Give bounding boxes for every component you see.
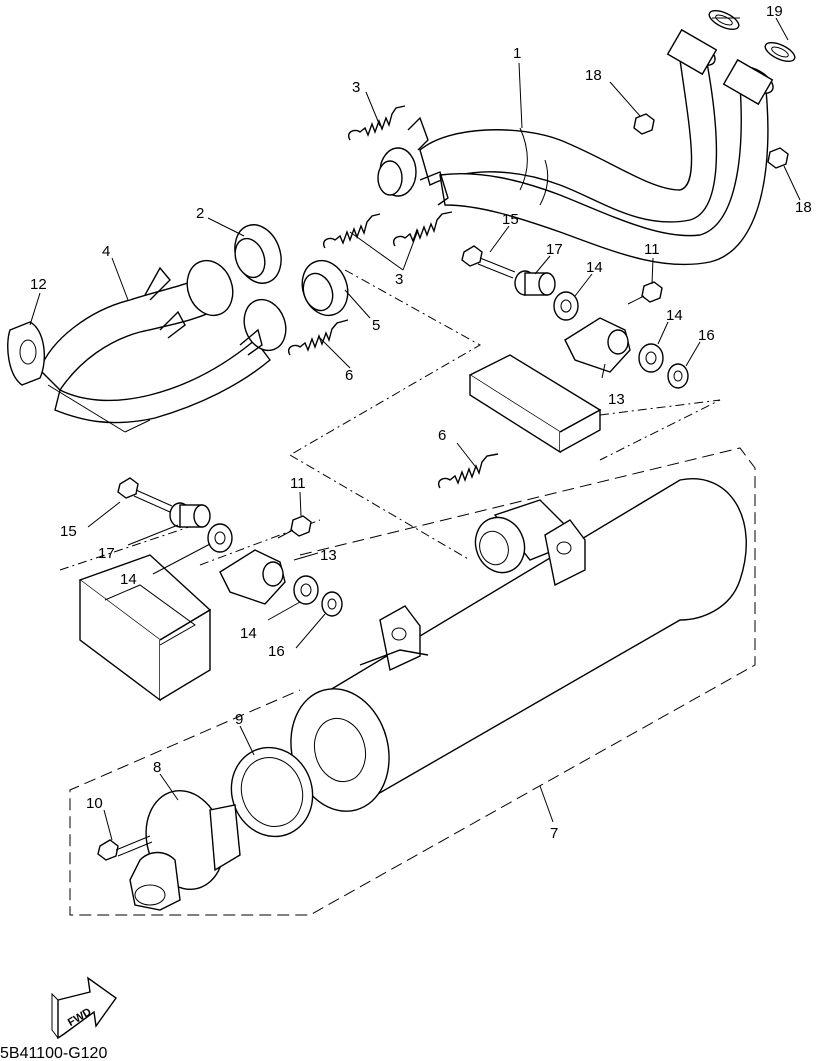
tail-pipe-8 xyxy=(129,790,241,911)
washer-16-lower xyxy=(321,591,343,617)
gasket-2 xyxy=(234,224,282,284)
gasket-19 xyxy=(708,10,796,62)
leader-lines xyxy=(29,17,801,841)
grommet-14-lower-a xyxy=(207,523,233,553)
callout-14: 14 xyxy=(666,307,683,324)
gasket-5 xyxy=(301,259,349,317)
callout-11: 11 xyxy=(290,475,306,492)
bolt-15-lower xyxy=(117,477,173,513)
callout-14: 14 xyxy=(120,571,137,588)
callout-1: 1 xyxy=(513,45,521,62)
callout-3: 3 xyxy=(352,79,360,96)
callout-18: 18 xyxy=(585,67,602,84)
frame-bracket-upper xyxy=(468,354,602,454)
callout-11: 11 xyxy=(644,241,660,258)
callout-6: 6 xyxy=(438,427,446,444)
callout-9: 9 xyxy=(235,711,243,728)
callout-7: 7 xyxy=(550,825,558,842)
callout-3: 3 xyxy=(395,271,403,288)
callout-15: 15 xyxy=(502,211,519,228)
joint-pipe-4 xyxy=(39,259,287,433)
nut-18 xyxy=(633,113,789,169)
exhaust-pipe-1 xyxy=(377,28,774,266)
gasket-9 xyxy=(230,746,314,838)
callout-4: 4 xyxy=(102,243,110,260)
callout-16: 16 xyxy=(698,327,715,344)
bolt-11-upper xyxy=(627,281,663,305)
callout-8: 8 xyxy=(153,759,161,776)
callout-14: 14 xyxy=(240,625,257,642)
callout-2: 2 xyxy=(196,205,204,222)
frame-bracket-lower xyxy=(78,554,212,702)
spring-3 xyxy=(323,105,453,249)
diagram-code: 5B41100-G120 xyxy=(0,1045,107,1061)
callout-6: 6 xyxy=(345,367,353,384)
spring-6 xyxy=(288,319,499,489)
bolt-10 xyxy=(97,835,153,861)
collar-17-upper xyxy=(514,270,556,296)
muffler-7 xyxy=(290,478,747,812)
protector-12 xyxy=(7,321,45,386)
callout-18: 18 xyxy=(795,199,812,216)
muffler-assembly-boundary xyxy=(69,447,756,916)
collar-17-lower xyxy=(169,502,211,528)
callout-5: 5 xyxy=(372,317,380,334)
callout-17: 17 xyxy=(546,241,563,258)
bolt-15-upper xyxy=(461,245,516,279)
callout-15: 15 xyxy=(60,523,77,540)
callout-13: 13 xyxy=(608,391,625,408)
callout-labels: 1 3 2 3 4 5 6 6 7 8 9 10 11 11 12 13 13 … xyxy=(30,3,812,842)
bracket-13-upper xyxy=(564,317,631,373)
assembly-guide-lines xyxy=(59,269,721,571)
callout-10: 10 xyxy=(86,795,103,812)
grommet-14-upper-b xyxy=(638,343,664,373)
callout-19: 19 xyxy=(766,3,783,20)
callout-13: 13 xyxy=(320,547,337,564)
callout-12: 12 xyxy=(30,276,47,293)
callout-17: 17 xyxy=(98,545,115,562)
fwd-direction-arrow: FWD xyxy=(51,976,117,1040)
grommet-14-upper-a xyxy=(553,291,579,321)
bolt-11-lower xyxy=(277,515,312,539)
callout-14: 14 xyxy=(586,259,603,276)
grommet-14-lower-b xyxy=(293,575,319,605)
washer-16-upper xyxy=(667,363,689,389)
bracket-13-lower xyxy=(219,549,286,605)
callout-16: 16 xyxy=(268,643,285,660)
